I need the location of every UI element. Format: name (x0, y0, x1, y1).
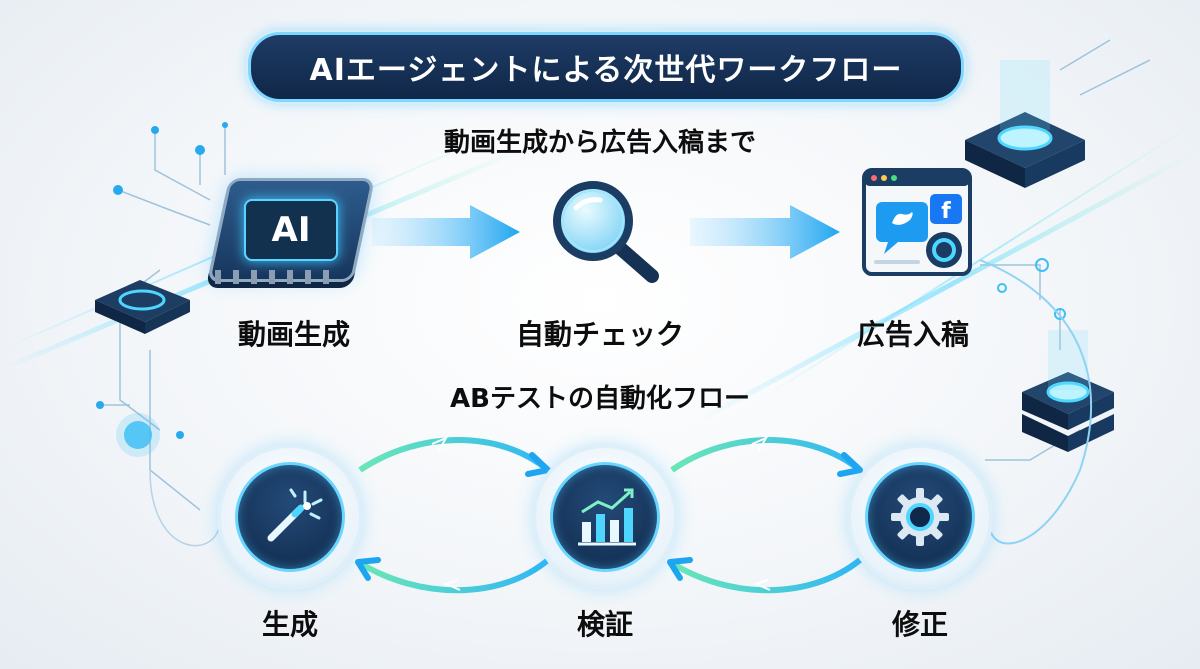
flow-arrow-1 (372, 205, 520, 259)
page-title: AIエージェントによる次世代ワークフロー (309, 53, 903, 88)
ab-node-fix (851, 448, 989, 586)
bar-chart-icon (578, 488, 636, 546)
magnifier-icon (553, 181, 659, 283)
ab-label-generate: 生成 (261, 608, 318, 641)
step-label-video-generation: 動画生成 (237, 318, 350, 351)
chip-pins (215, 270, 329, 284)
top-flow-subtitle: 動画生成から広告入稿まで (443, 128, 756, 158)
ab-node-verify (536, 448, 674, 586)
step-label-ad-submission: 広告入稿 (856, 318, 969, 351)
ab-node-generate (221, 448, 359, 586)
flow-arrow-2 (690, 205, 840, 259)
ab-label-fix: 修正 (891, 608, 948, 641)
magic-wand-icon (267, 488, 323, 542)
ab-label-verify: 検証 (576, 608, 633, 641)
title-banner: AIエージェントによる次世代ワークフロー (248, 32, 964, 102)
ab-flow-subtitle: ABテストの自動化フロー (450, 384, 750, 414)
social-browser-icon: f (862, 168, 972, 276)
gear-icon (891, 488, 949, 546)
ai-chip-icon: AI (206, 178, 376, 282)
ai-chip-label: AI (244, 199, 338, 261)
step-label-auto-check: 自動チェック (515, 318, 684, 351)
svg-text:f: f (941, 199, 951, 224)
